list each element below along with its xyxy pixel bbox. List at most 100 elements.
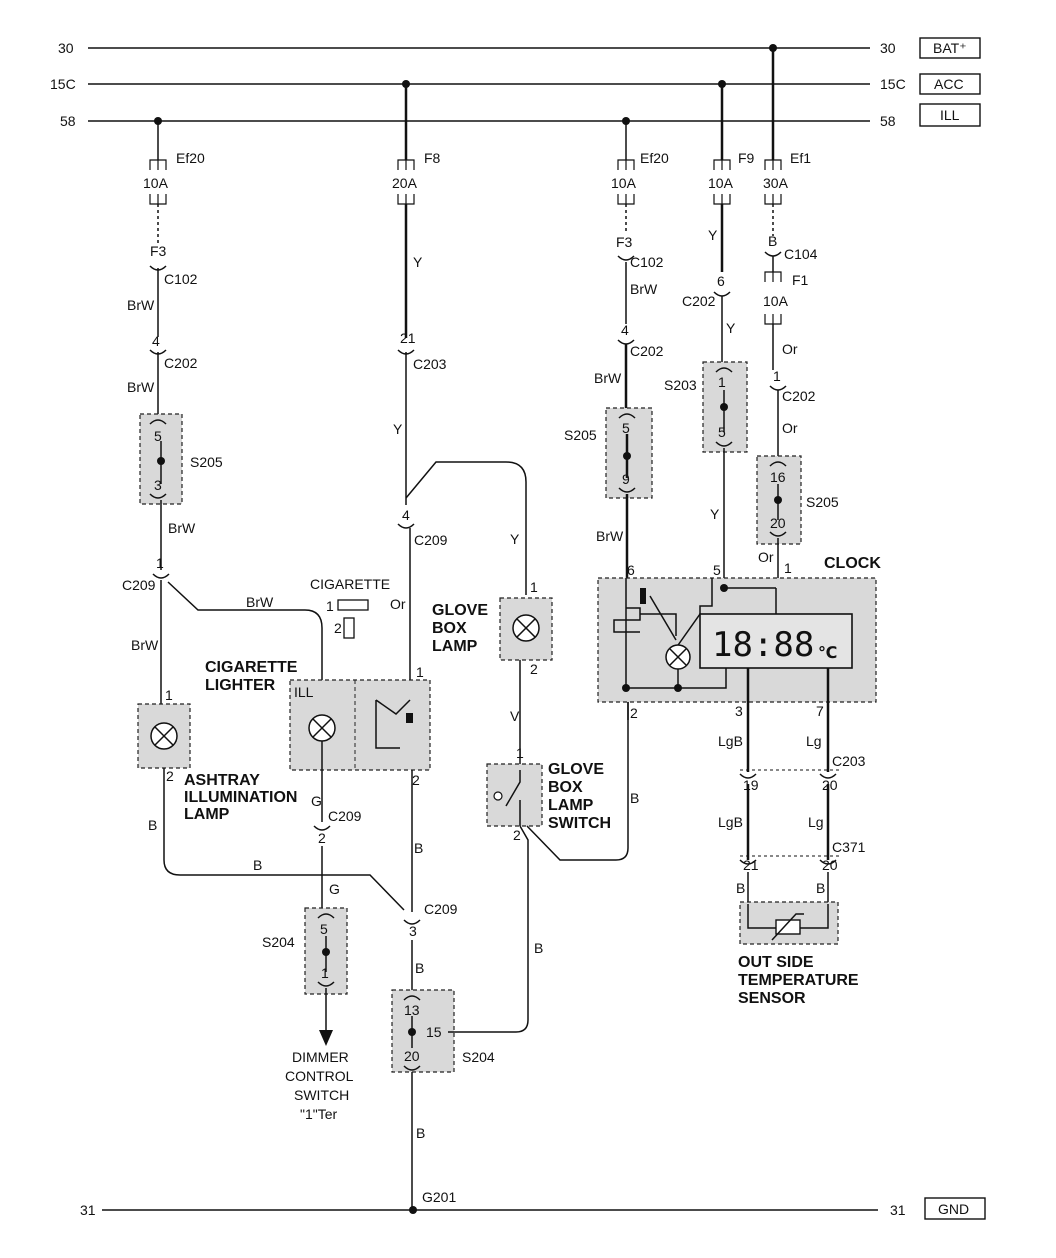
clock-display [699, 613, 853, 669]
glove-switch-icon [505, 770, 521, 826]
svg-text:BrW: BrW [131, 637, 159, 653]
svg-text:2: 2 [630, 705, 638, 721]
svg-text:B: B [148, 817, 157, 833]
svg-text:13: 13 [404, 1002, 420, 1018]
svg-text:3: 3 [735, 703, 743, 719]
ashtray-label-1: ASHTRAY [184, 772, 260, 789]
svg-text:21: 21 [743, 857, 759, 873]
ill-tag: ILL [940, 107, 960, 123]
svg-text:C203: C203 [413, 356, 447, 372]
clock-acc-circuit: F9 10A Y 6 C202 Y 1 S203 5 Y [664, 84, 755, 578]
lighter-element-icon [375, 699, 411, 749]
svg-text:Ef20: Ef20 [176, 150, 205, 166]
svg-text:1: 1 [516, 745, 524, 761]
clock-module: CLOCK 6 5 18:88 ℃ 2 3 7 LgB Lg [597, 555, 881, 772]
svg-text:4: 4 [152, 333, 160, 349]
svg-text:Ef20: Ef20 [640, 150, 669, 166]
glove-switch-label-1: GLOVE [548, 761, 604, 778]
glove-lamp-label-3: LAMP [432, 638, 478, 655]
svg-text:B: B [768, 233, 777, 249]
svg-text:1: 1 [416, 664, 424, 680]
rail-58: 58 58 ILL [60, 103, 981, 129]
clock-label: CLOCK [824, 555, 881, 572]
svg-text:Y: Y [510, 531, 520, 547]
svg-text:4: 4 [621, 322, 629, 338]
svg-text:5: 5 [154, 428, 162, 444]
svg-text:B: B [414, 840, 423, 856]
glove-lamp-label-1: GLOVE [432, 602, 488, 619]
ashtray-label-2: ILLUMINATION [184, 789, 297, 806]
svg-text:7: 7 [816, 703, 824, 719]
fuse-f8: F8 20A [392, 150, 441, 205]
svg-text:C202: C202 [164, 355, 198, 371]
svg-text:5: 5 [713, 562, 721, 578]
svg-text:LgB: LgB [718, 814, 743, 830]
svg-text:Or: Or [782, 420, 798, 436]
svg-text:F1: F1 [792, 272, 809, 288]
gnd-tag: GND [938, 1201, 969, 1217]
clock-bat-circuit: Ef1 30A B C104 F1 10A Or 1 C202 Or 16 S2… [756, 48, 839, 614]
svg-text:S204: S204 [262, 934, 295, 950]
svg-text:16: 16 [770, 469, 786, 485]
svg-text:5: 5 [622, 420, 630, 436]
svg-text:5: 5 [320, 921, 328, 937]
cigarette-circuit: F8 20A Y 21 C203 Y 4 C209 Or CIGARETTE 1… [205, 84, 527, 1210]
svg-text:C203: C203 [832, 753, 866, 769]
svg-text:3: 3 [409, 923, 417, 939]
svg-text:B: B [736, 880, 745, 896]
svg-text:1: 1 [784, 560, 792, 576]
svg-text:2: 2 [513, 827, 521, 843]
rail-31: 31 31 GND G201 [80, 1189, 986, 1220]
svg-text:20: 20 [822, 857, 838, 873]
svg-text:5: 5 [718, 424, 726, 440]
glove-switch-label-4: SWITCH [548, 815, 611, 832]
fuse-ef20-right: Ef20 10A [611, 150, 669, 205]
svg-text:1: 1 [326, 598, 334, 614]
temperature-sensor-circuit: C203 19 20 LgB Lg C371 21 20 B B OUT SID… [718, 753, 866, 1007]
splice-s204-center [391, 989, 455, 1073]
svg-text:Or: Or [390, 596, 406, 612]
svg-text:Y: Y [413, 254, 423, 270]
svg-text:BrW: BrW [594, 370, 622, 386]
svg-text:3: 3 [154, 477, 162, 493]
svg-text:S203: S203 [664, 377, 697, 393]
svg-text:BrW: BrW [127, 379, 155, 395]
svg-text:2: 2 [334, 620, 342, 636]
svg-text:20A: 20A [392, 175, 418, 191]
rail-15c: 15C 15C ACC [50, 73, 981, 95]
svg-text:F8: F8 [424, 150, 441, 166]
svg-text:1: 1 [718, 374, 726, 390]
rail-30-left-label: 30 [58, 40, 74, 56]
svg-text:10A: 10A [708, 175, 734, 191]
svg-text:B: B [253, 857, 262, 873]
svg-text:4: 4 [402, 507, 410, 523]
splice-s205-clock [756, 455, 802, 545]
rail-15c-left-label: 15C [50, 76, 76, 92]
temp-sensor-label-3: SENSOR [738, 990, 806, 1007]
svg-text:Y: Y [726, 320, 736, 336]
clock-display-text: 18:88 [712, 625, 814, 665]
svg-text:6: 6 [627, 562, 635, 578]
ashtray-label-3: LAMP [184, 806, 230, 823]
fuse-f1: F1 10A [763, 271, 809, 325]
svg-text:Or: Or [782, 341, 798, 357]
svg-text:1: 1 [156, 555, 164, 571]
cigarette-lighter-label-1: CIGARETTE [205, 659, 298, 676]
svg-text:F3: F3 [616, 234, 633, 250]
dimmer-label-3: SWITCH [294, 1087, 349, 1103]
svg-text:2: 2 [412, 772, 420, 788]
svg-text:10A: 10A [611, 175, 637, 191]
svg-text:BrW: BrW [630, 281, 658, 297]
svg-text:1: 1 [165, 687, 173, 703]
svg-text:Y: Y [393, 421, 403, 437]
svg-text:BrW: BrW [168, 520, 196, 536]
svg-text:G: G [311, 793, 322, 809]
dimmer-label-4: "1"Ter [300, 1106, 338, 1122]
ashtray-circuit: Ef20 10A F3 C102 BrW 4 C202 BrW 5 S205 3… [122, 121, 405, 911]
svg-text:G: G [329, 881, 340, 897]
dimmer-label-2: CONTROL [285, 1068, 354, 1084]
svg-text:1: 1 [530, 579, 538, 595]
svg-text:2: 2 [530, 661, 538, 677]
svg-text:20: 20 [404, 1048, 420, 1064]
svg-text:1: 1 [321, 965, 329, 981]
